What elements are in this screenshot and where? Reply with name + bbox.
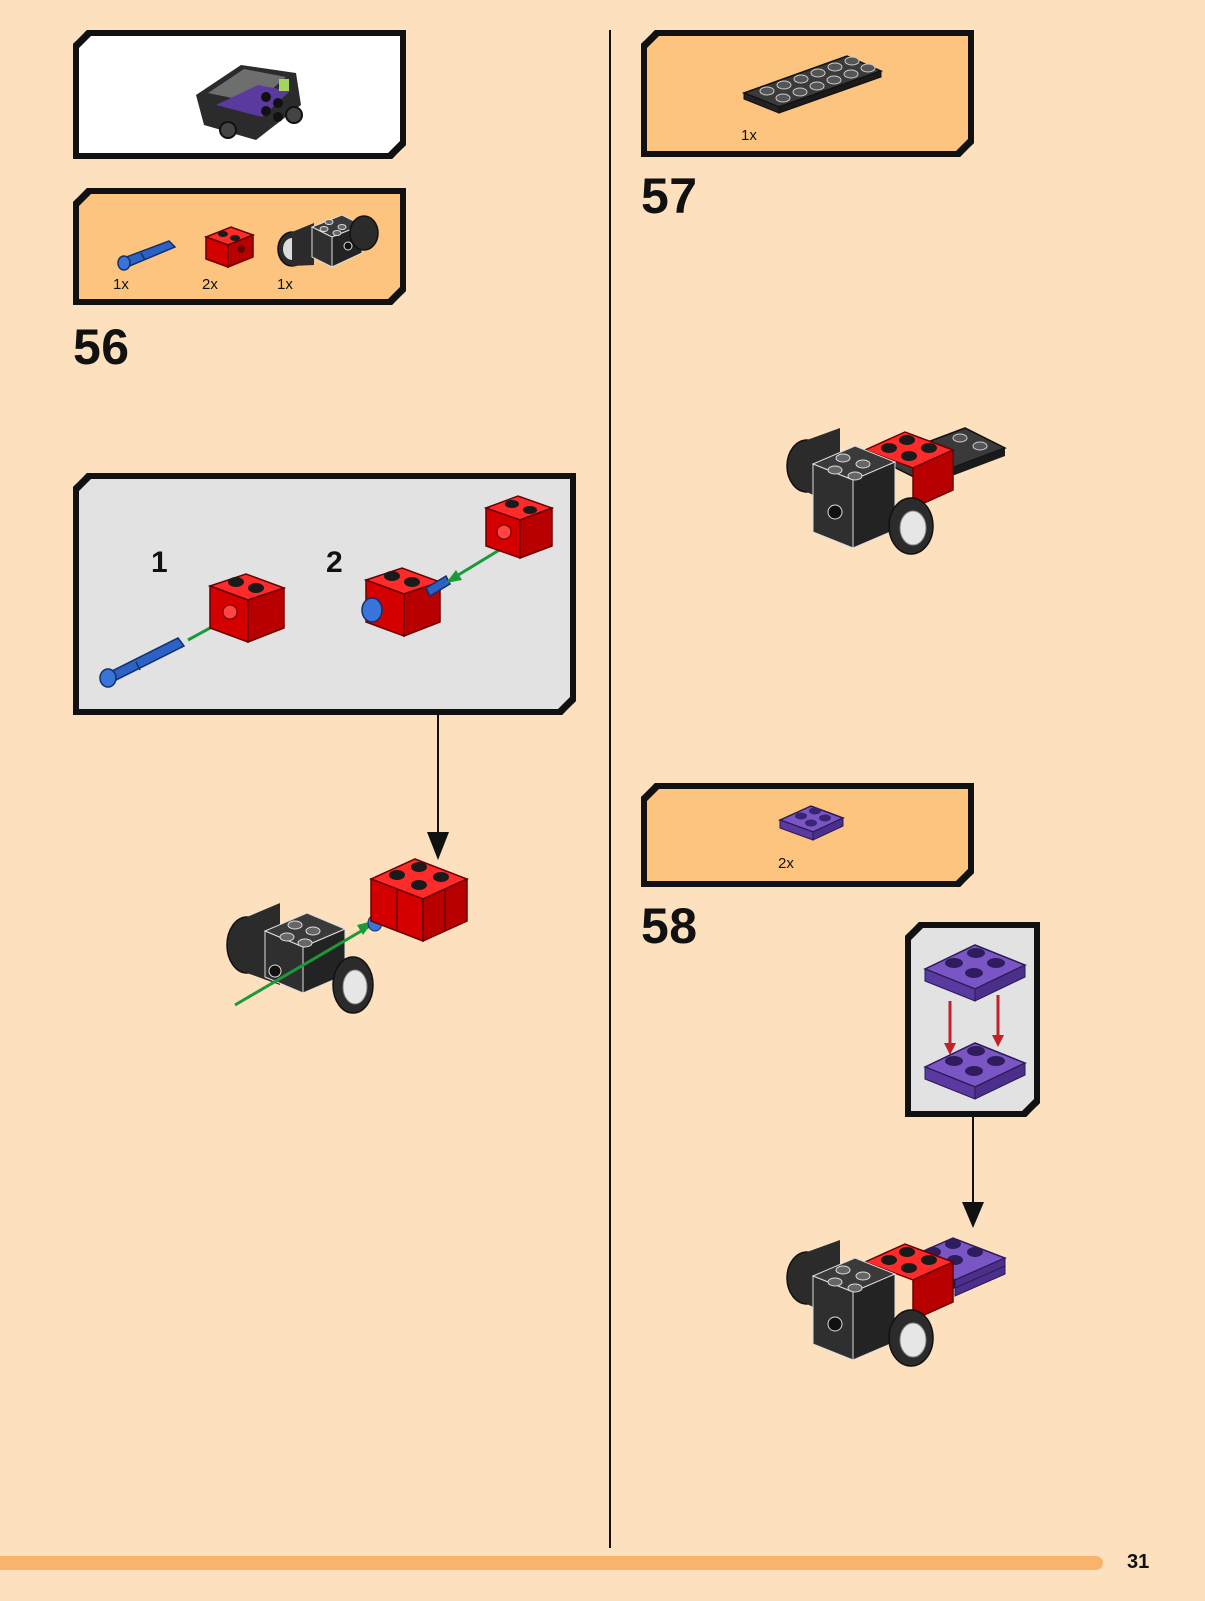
part-qty-purple-plate: 2x — [778, 855, 794, 872]
step58-parts-box: 2x — [641, 783, 974, 887]
step56-main-assembly — [225, 845, 485, 1035]
step-number-57: 57 — [641, 167, 698, 225]
blue-pin-icon — [113, 233, 183, 273]
substep2-illustration — [346, 488, 566, 658]
column-divider — [609, 30, 611, 1548]
step-number-58: 58 — [641, 897, 698, 955]
step58-assembly — [785, 1222, 1015, 1372]
step57-parts-box: 1x — [641, 30, 974, 157]
step56-subassembly-callout: 1 2 — [73, 473, 576, 715]
purple-plate-2x2-icon — [777, 802, 847, 842]
part-qty-brick: 2x — [202, 276, 218, 293]
black-wheel-holder-icon — [274, 205, 384, 270]
callout-arrow-56 — [423, 714, 453, 864]
step57-assembly — [785, 420, 1015, 560]
preview-box — [73, 30, 406, 159]
callout-arrow-58 — [958, 1116, 988, 1231]
assembled-chassis-icon — [186, 45, 316, 155]
substep1-illustration — [86, 566, 286, 696]
black-plate-2x6-icon — [739, 51, 889, 116]
step56-parts-box: 1x 2x 1x — [73, 188, 406, 305]
page-number: 31 — [1127, 1551, 1149, 1574]
footer-bar — [0, 1556, 1103, 1570]
part-qty-pin: 1x — [113, 276, 129, 293]
part-qty-holder: 1x — [277, 276, 293, 293]
stacked-purple-plates-illustration — [920, 939, 1030, 1109]
part-qty-plate: 1x — [741, 127, 757, 144]
substep-number-2: 2 — [326, 546, 343, 580]
step-number-56: 56 — [73, 318, 130, 376]
red-technic-brick-icon — [201, 219, 261, 269]
step58-subassembly-callout — [905, 922, 1040, 1117]
